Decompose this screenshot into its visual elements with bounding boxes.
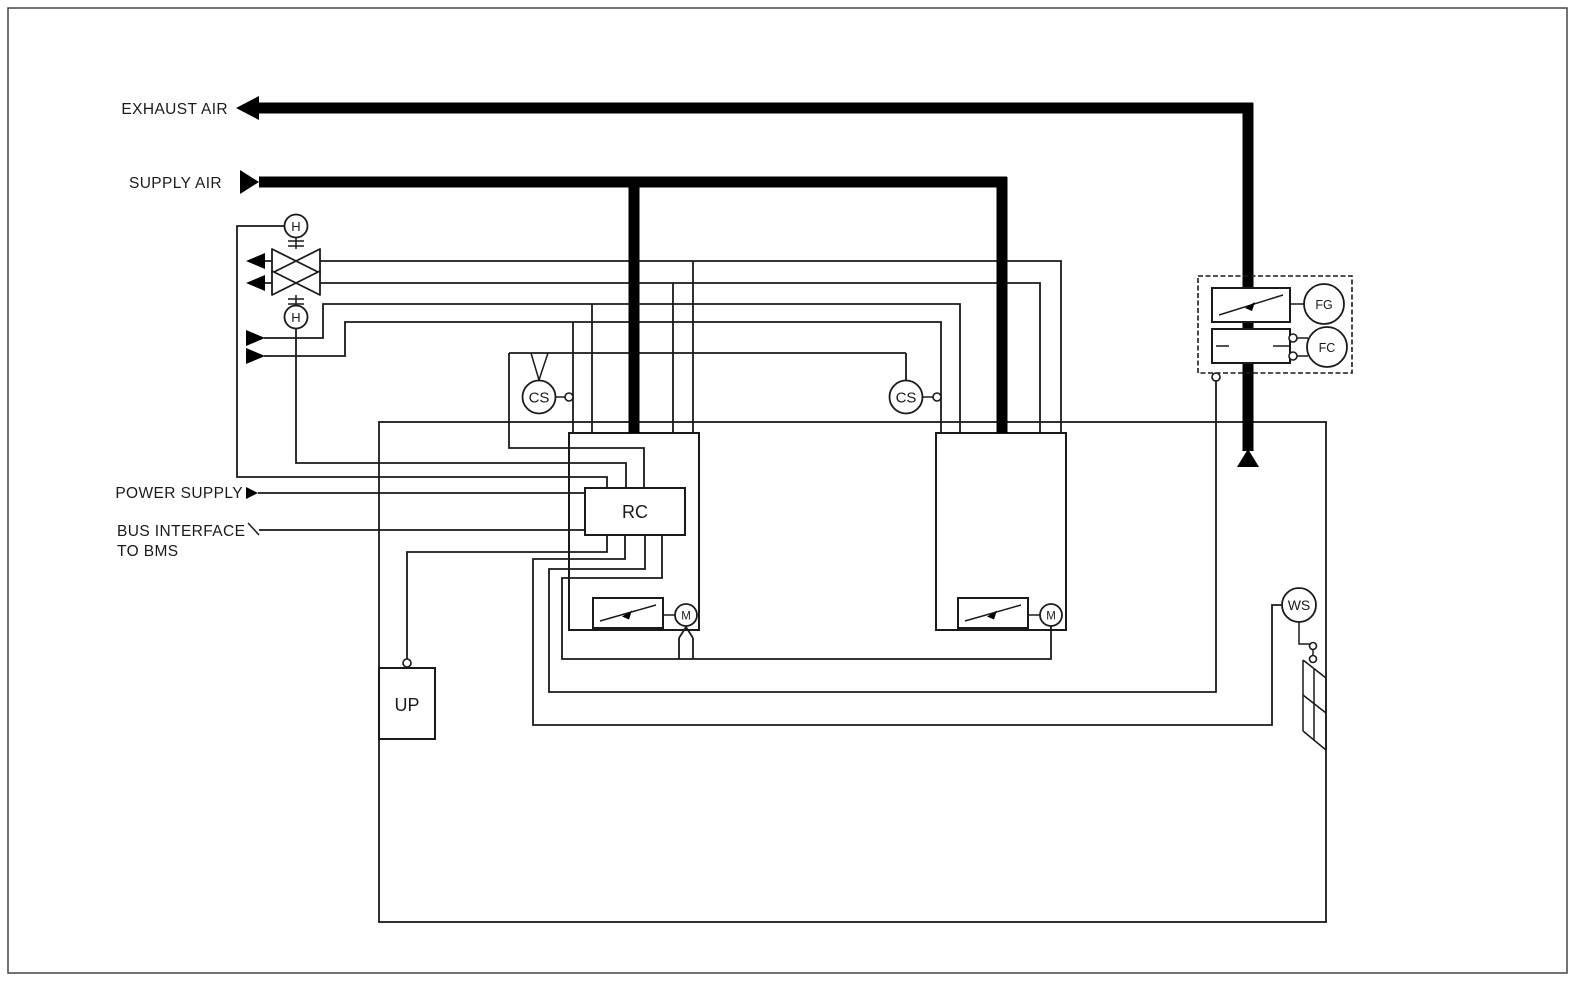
bus-interface-label-line1: BUS INTERFACE <box>117 523 245 540</box>
fc-actuator-circle <box>1306 326 1348 368</box>
ws-down-link <box>1298 622 1310 645</box>
valve-stem-ticks <box>288 240 304 305</box>
pipe-line-4 <box>264 321 942 433</box>
ws-terminal-1-icon <box>1308 641 1318 651</box>
control-enclosure-outline <box>378 421 1327 923</box>
motor-left-circle <box>674 603 698 627</box>
valve-1-right-triangle <box>295 248 321 274</box>
cs-sensor-left-circle <box>521 379 557 415</box>
up-terminal-icon <box>402 658 412 668</box>
power-supply-arrow-icon <box>246 487 258 499</box>
heating-valve-assembly: H H <box>246 213 321 364</box>
pipe-line-2 <box>264 282 1041 433</box>
valve-1-left-triangle <box>271 248 297 274</box>
wire-h1-to-rc <box>236 225 608 488</box>
cs-sensor-right-label: CS <box>896 390 917 407</box>
control-wiring <box>236 225 1314 726</box>
cs-sensor-right-circle <box>888 379 924 415</box>
fg-fc-bottom-terminal-icon <box>1211 372 1221 382</box>
bus-interface-label-line2: TO BMS <box>117 543 179 560</box>
flow-arrow-right-2-icon <box>246 348 265 364</box>
louvre-slats <box>1302 659 1327 751</box>
damper-right-arrow-icon <box>987 610 997 620</box>
fg-fc-outer-box <box>1197 275 1353 374</box>
supply-air-label: SUPPLY AIR <box>129 175 222 192</box>
air-ducts <box>236 96 1259 467</box>
rc-controller-box <box>584 487 686 536</box>
fg-actuator-circle <box>1303 283 1345 325</box>
cs-right-terminal-icon <box>932 392 942 402</box>
fc-actuator-label: FC <box>1319 341 1336 355</box>
wire-rc-to-ws <box>532 535 1282 726</box>
louvre-rails <box>1302 660 1327 750</box>
h-actuator-bottom-label: H <box>291 310 300 325</box>
wire-up-to-rc <box>406 535 608 659</box>
cs-left-probe <box>530 352 549 381</box>
wire-rc-to-fgfc <box>548 381 1217 693</box>
up-panel-label: UP <box>394 695 419 715</box>
wire-h2-to-rc <box>295 328 627 488</box>
up-panel-box <box>378 667 436 740</box>
page-border <box>7 7 1568 974</box>
louvre-grille-icon <box>1302 659 1327 751</box>
exhaust-air-arrow-icon <box>236 96 259 120</box>
fc-links <box>1297 337 1308 357</box>
weather-station: WS <box>1281 587 1327 751</box>
fg-damper-arrow-icon <box>1245 302 1255 311</box>
supply-air-arrow-icon <box>240 170 259 194</box>
rc-controller-label: RC <box>622 502 648 522</box>
cs-left-terminal-icon <box>564 392 574 402</box>
flow-arrow-left-2-icon <box>246 275 265 291</box>
fg-fc-assembly: FG FC <box>1197 275 1353 382</box>
ws-label: WS <box>1288 597 1311 613</box>
cs-sensor-left-label: CS <box>529 390 550 407</box>
motor-right-circle <box>1039 603 1063 627</box>
exhaust-air-label: EXHAUST AIR <box>121 101 228 118</box>
damper-left-arrow-icon <box>622 610 632 620</box>
exhaust-intake-arrow-icon <box>1237 449 1259 467</box>
h-actuator-bottom-circle <box>283 304 309 330</box>
motor-left-legs <box>678 638 694 659</box>
damper-left: M <box>592 597 698 629</box>
valve-2-left-triangle <box>271 270 297 296</box>
pipe-line-1 <box>264 260 1062 433</box>
flow-arrow-right-1-icon <box>246 330 265 346</box>
fc-terminal-top-icon <box>1288 333 1298 343</box>
flow-arrow-left-1-icon <box>246 253 265 269</box>
motor-right-label: M <box>1046 611 1056 623</box>
ws-terminal-2-icon <box>1308 654 1318 664</box>
pipe-line-3 <box>264 303 961 433</box>
power-supply-label: POWER SUPPLY <box>115 485 243 502</box>
valve-2-right-triangle <box>295 270 321 296</box>
fc-terminal-bottom-icon <box>1288 351 1298 361</box>
cs-sensors: CS CS <box>521 379 942 415</box>
wire-rc-to-motors <box>561 535 1052 660</box>
cs-bus-to-rc <box>508 353 645 488</box>
damper-right: M <box>957 597 1063 629</box>
h-actuator-top-circle <box>283 213 309 239</box>
h-actuator-top-label: H <box>291 219 300 234</box>
motor-left-label: M <box>681 611 691 623</box>
fg-actuator-label: FG <box>1315 298 1332 312</box>
bus-interface-leader <box>247 522 260 536</box>
motor-left-chevron <box>678 625 694 639</box>
ws-circle <box>1281 587 1317 623</box>
